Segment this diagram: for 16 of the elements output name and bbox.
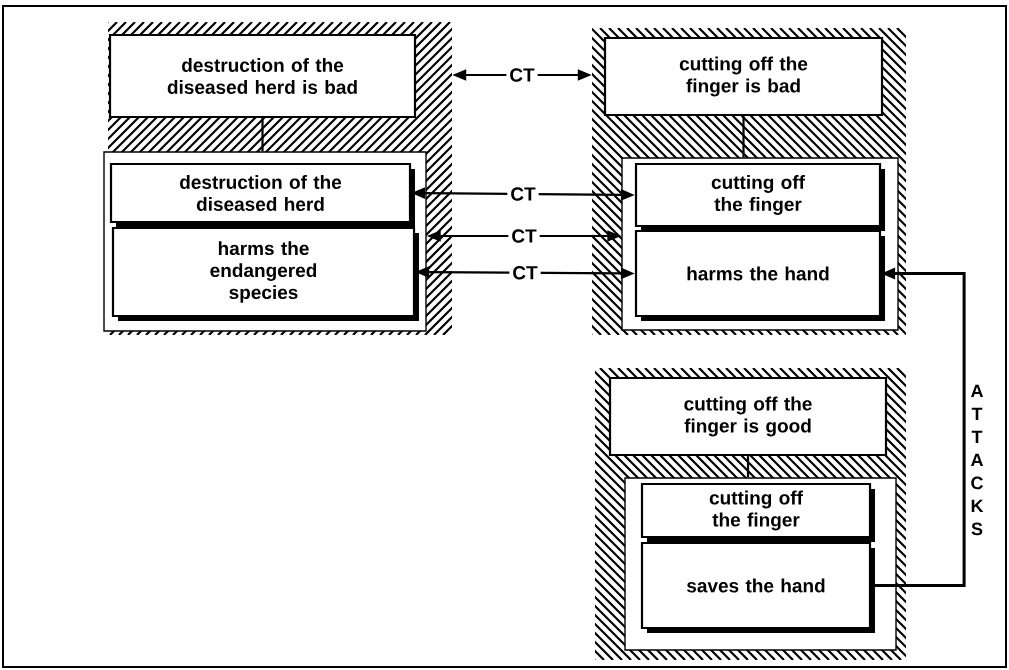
statement-box: saves the hand: [640, 541, 875, 633]
edge-label: CT: [508, 226, 540, 246]
statement-box: destruction of the diseased herd: [109, 162, 415, 227]
claim-box: cutting off the finger is good: [608, 376, 888, 457]
statement-box: cutting off the finger: [640, 482, 875, 542]
statement-box: cutting off the finger: [634, 162, 885, 231]
claim-box: destruction of the diseased herd is bad: [108, 33, 417, 119]
claim-box: cutting off the finger is bad: [603, 36, 884, 117]
statement-box: harms the hand: [634, 229, 885, 321]
node-label: harms the hand: [687, 266, 829, 281]
statement-box: harms the endangered species: [111, 226, 419, 321]
edge-label: CT: [506, 65, 538, 85]
edge-label: CT: [507, 184, 539, 204]
node-label: saves the hand: [686, 578, 825, 593]
edge-label: ATTACKS: [969, 383, 985, 537]
edge-label: CT: [509, 263, 541, 283]
